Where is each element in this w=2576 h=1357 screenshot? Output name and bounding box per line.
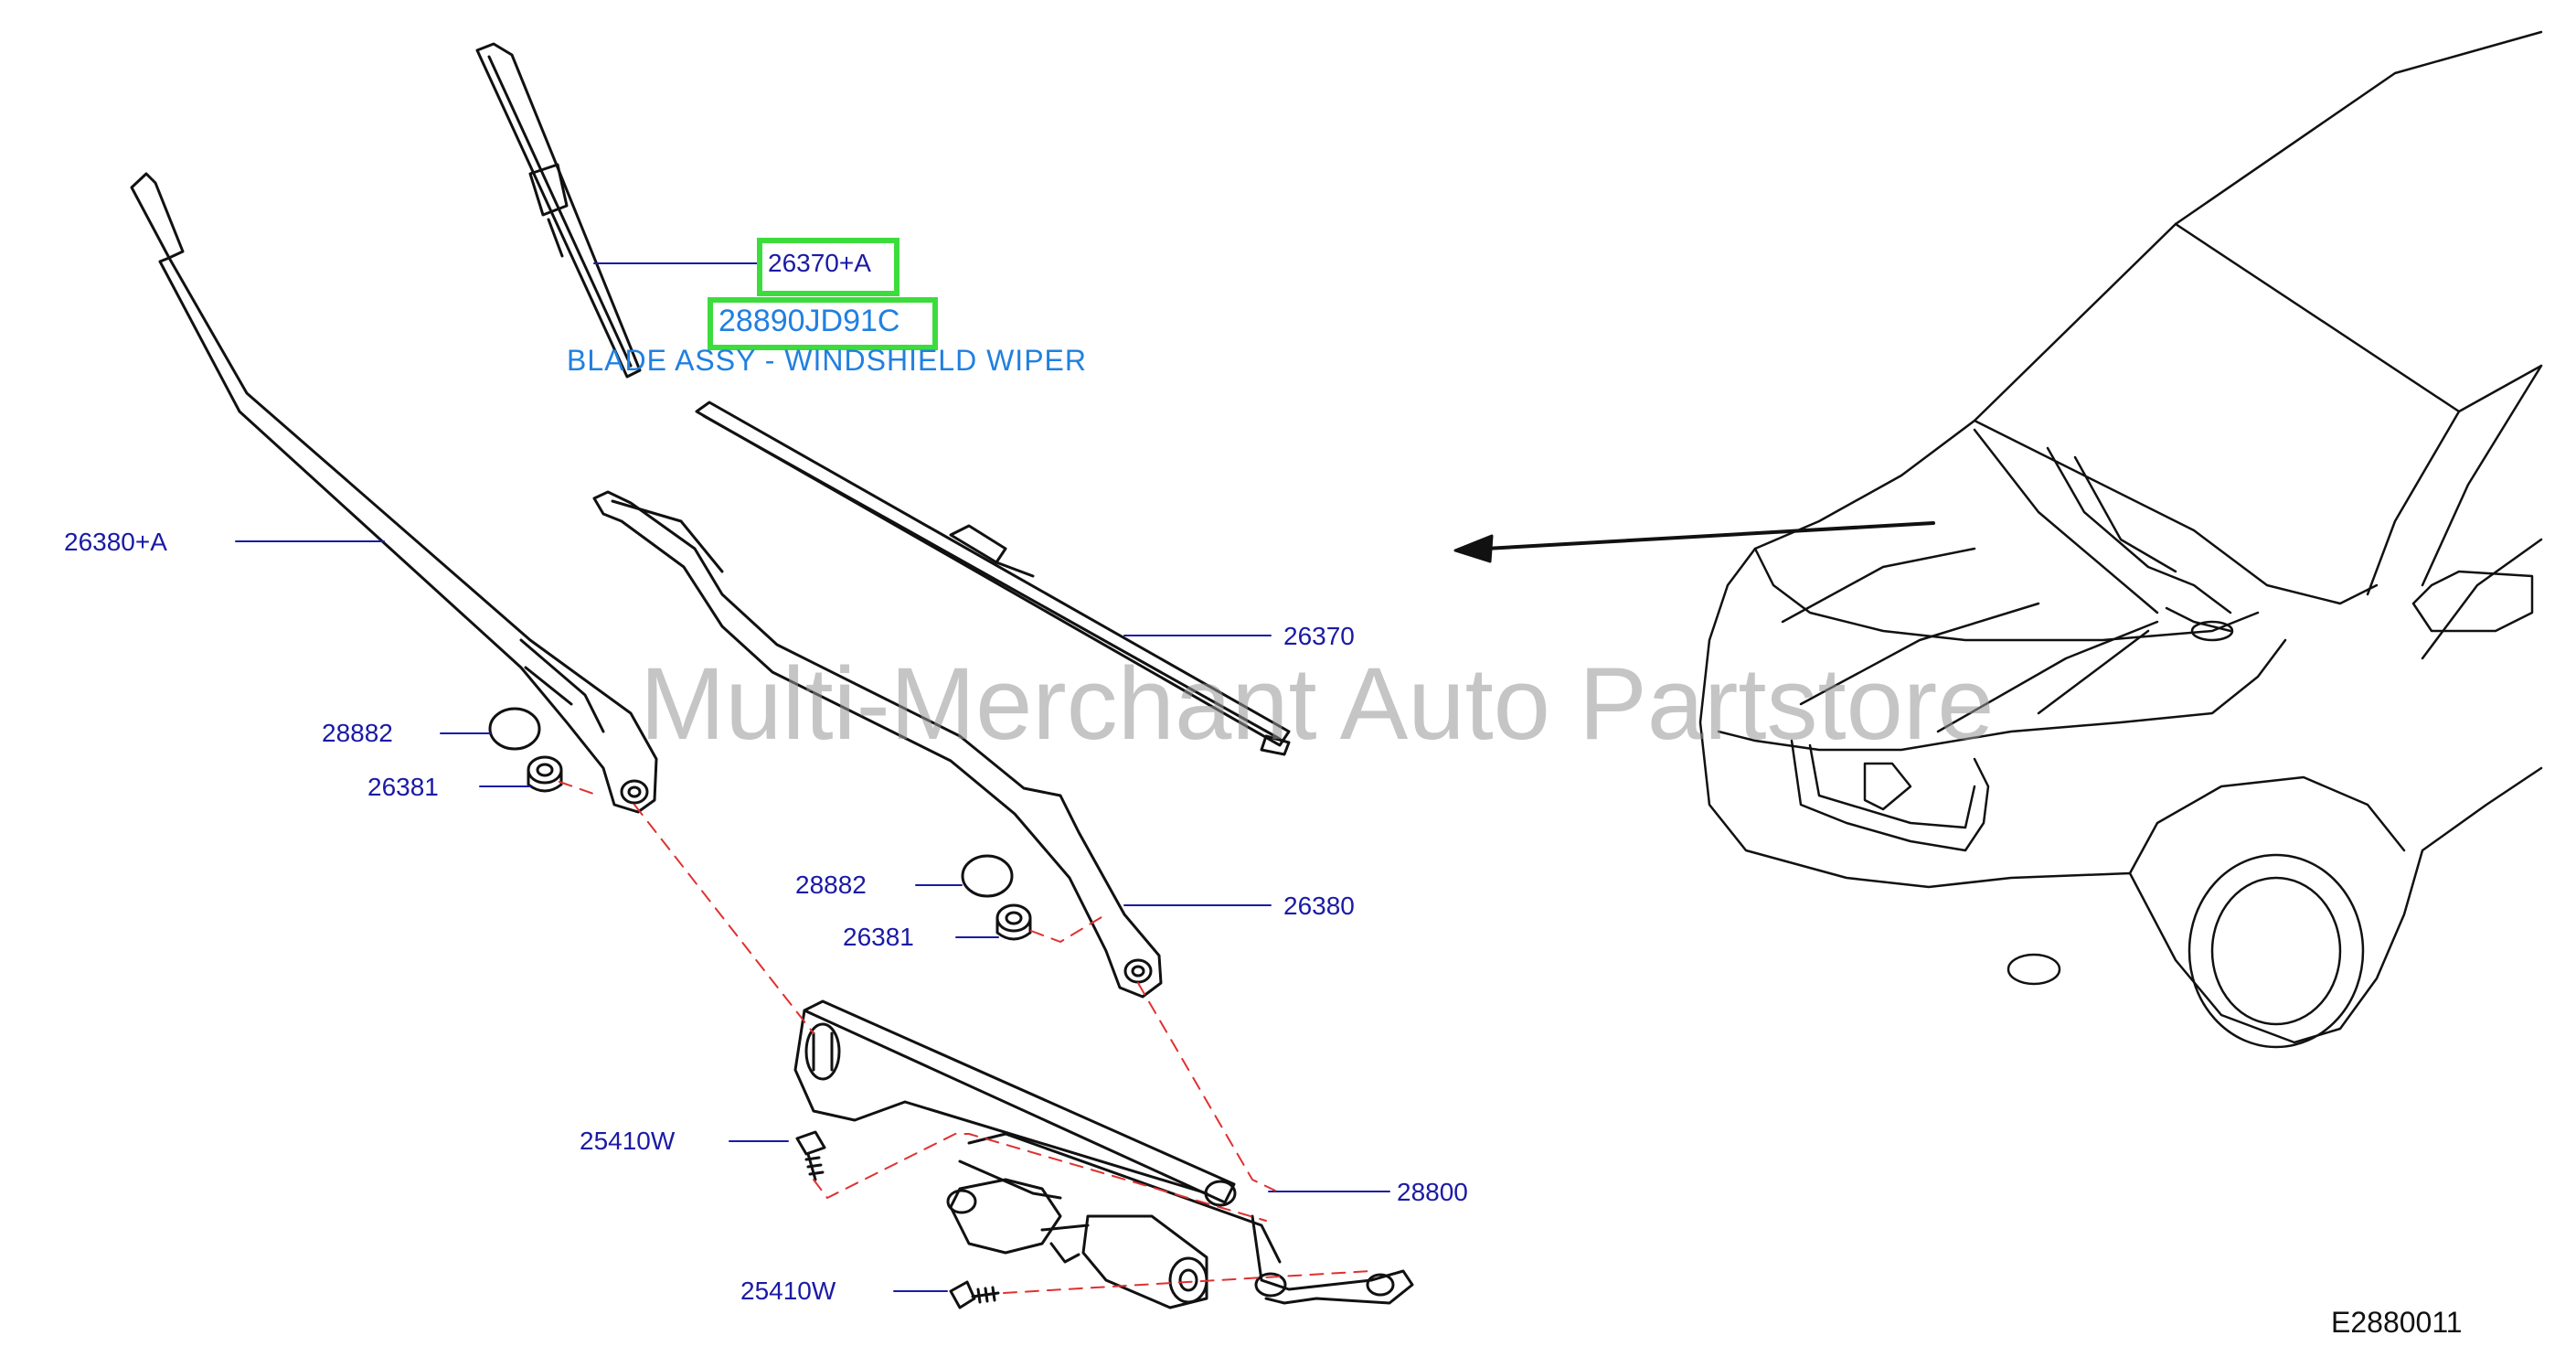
wiper-linkage bbox=[793, 999, 1414, 1305]
assembly-lines bbox=[559, 781, 1372, 1294]
highlight-box-part-ref bbox=[757, 238, 899, 296]
arm-left bbox=[130, 172, 658, 814]
watermark: Multi-Merchant Auto Partstore bbox=[640, 646, 1995, 761]
callout-26380A[interactable]: 26380+A bbox=[64, 528, 167, 556]
cap-right bbox=[961, 854, 1014, 898]
callout-26370[interactable]: 26370 bbox=[1283, 622, 1355, 650]
highlight-box-part-number bbox=[708, 297, 938, 350]
callout-26380[interactable]: 26380 bbox=[1283, 892, 1355, 920]
callout-25410W-bottom[interactable]: 25410W bbox=[740, 1277, 836, 1305]
nut-left bbox=[527, 755, 563, 793]
part-ref-label[interactable]: 26370+A bbox=[768, 249, 871, 277]
callout-28882-left[interactable]: 28882 bbox=[322, 719, 393, 747]
callout-26381-left[interactable]: 26381 bbox=[367, 773, 439, 801]
figure-code: E2880011 bbox=[2331, 1306, 2463, 1339]
location-arrow bbox=[1453, 521, 1935, 563]
blade-lower bbox=[695, 401, 1291, 756]
callout-25410W-top[interactable]: 25410W bbox=[580, 1127, 676, 1155]
blade-upper bbox=[475, 42, 642, 379]
vehicle-illustration bbox=[1698, 30, 2543, 1049]
part-description: BLADE ASSY - WINDSHIELD WIPER bbox=[567, 344, 1087, 377]
part-number-label[interactable]: 28890JD91C bbox=[719, 304, 900, 338]
wiper-motor bbox=[946, 1178, 1208, 1309]
callout-28800[interactable]: 28800 bbox=[1397, 1178, 1468, 1206]
bolt-top bbox=[795, 1130, 826, 1181]
bolt-bottom bbox=[949, 1280, 1000, 1309]
callout-28882-right[interactable]: 28882 bbox=[795, 871, 867, 899]
callout-26381-right[interactable]: 26381 bbox=[843, 923, 914, 951]
nut-right bbox=[995, 903, 1032, 941]
cap-left bbox=[488, 707, 541, 751]
